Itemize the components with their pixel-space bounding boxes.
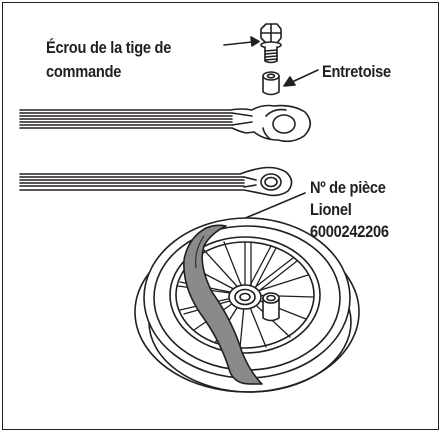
main-rod — [19, 104, 312, 143]
control-rod-nut-label-line1: Écrou de la tige de — [46, 38, 172, 57]
spacer-label: Entretoise — [322, 62, 391, 81]
part-number-label-line3: 6000242206 — [310, 222, 389, 241]
control-rod-nut-label-line2: commande — [46, 62, 122, 81]
spacer-part — [262, 71, 280, 96]
part-number-label-line1: Nº de pièce — [310, 178, 386, 197]
control-rod-bolt — [260, 23, 282, 64]
traction-tire — [183, 224, 263, 385]
part-number-label-line2: Lionel — [310, 200, 352, 219]
side-rod — [19, 166, 293, 197]
